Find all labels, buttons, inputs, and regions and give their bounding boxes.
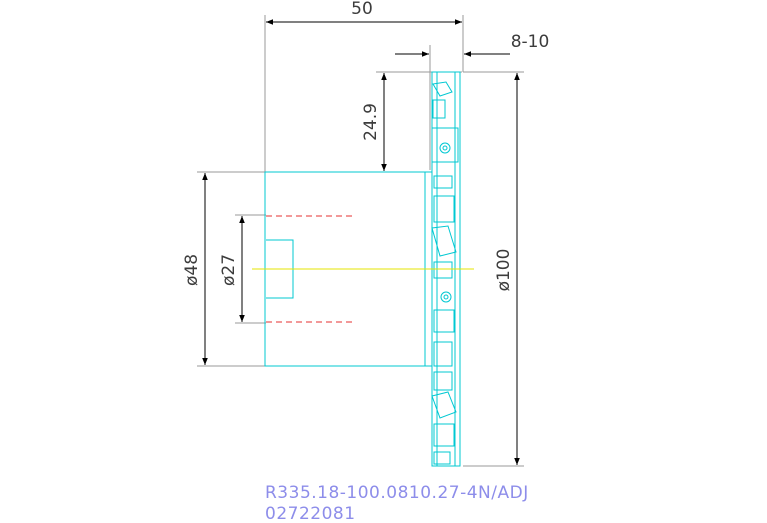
- dim-height-text: 24.9: [361, 103, 381, 141]
- dim-bore-diameter-text: ø27: [219, 254, 239, 286]
- part-number: 02722081: [265, 504, 356, 523]
- dim-body-diameter-text: ø48: [182, 254, 202, 286]
- extension-lines: [197, 15, 524, 467]
- dim-insert-width-text: 8-10: [511, 32, 550, 52]
- bore-hidden-lines: [266, 215, 356, 323]
- drawing-title: R335.18-100.0810.27-4N/ADJ: [265, 483, 529, 503]
- dim-cutter-diameter-text: ø100: [494, 249, 514, 292]
- dimension-lines: [202, 19, 520, 465]
- dim-overall-length-text: 50: [351, 0, 373, 19]
